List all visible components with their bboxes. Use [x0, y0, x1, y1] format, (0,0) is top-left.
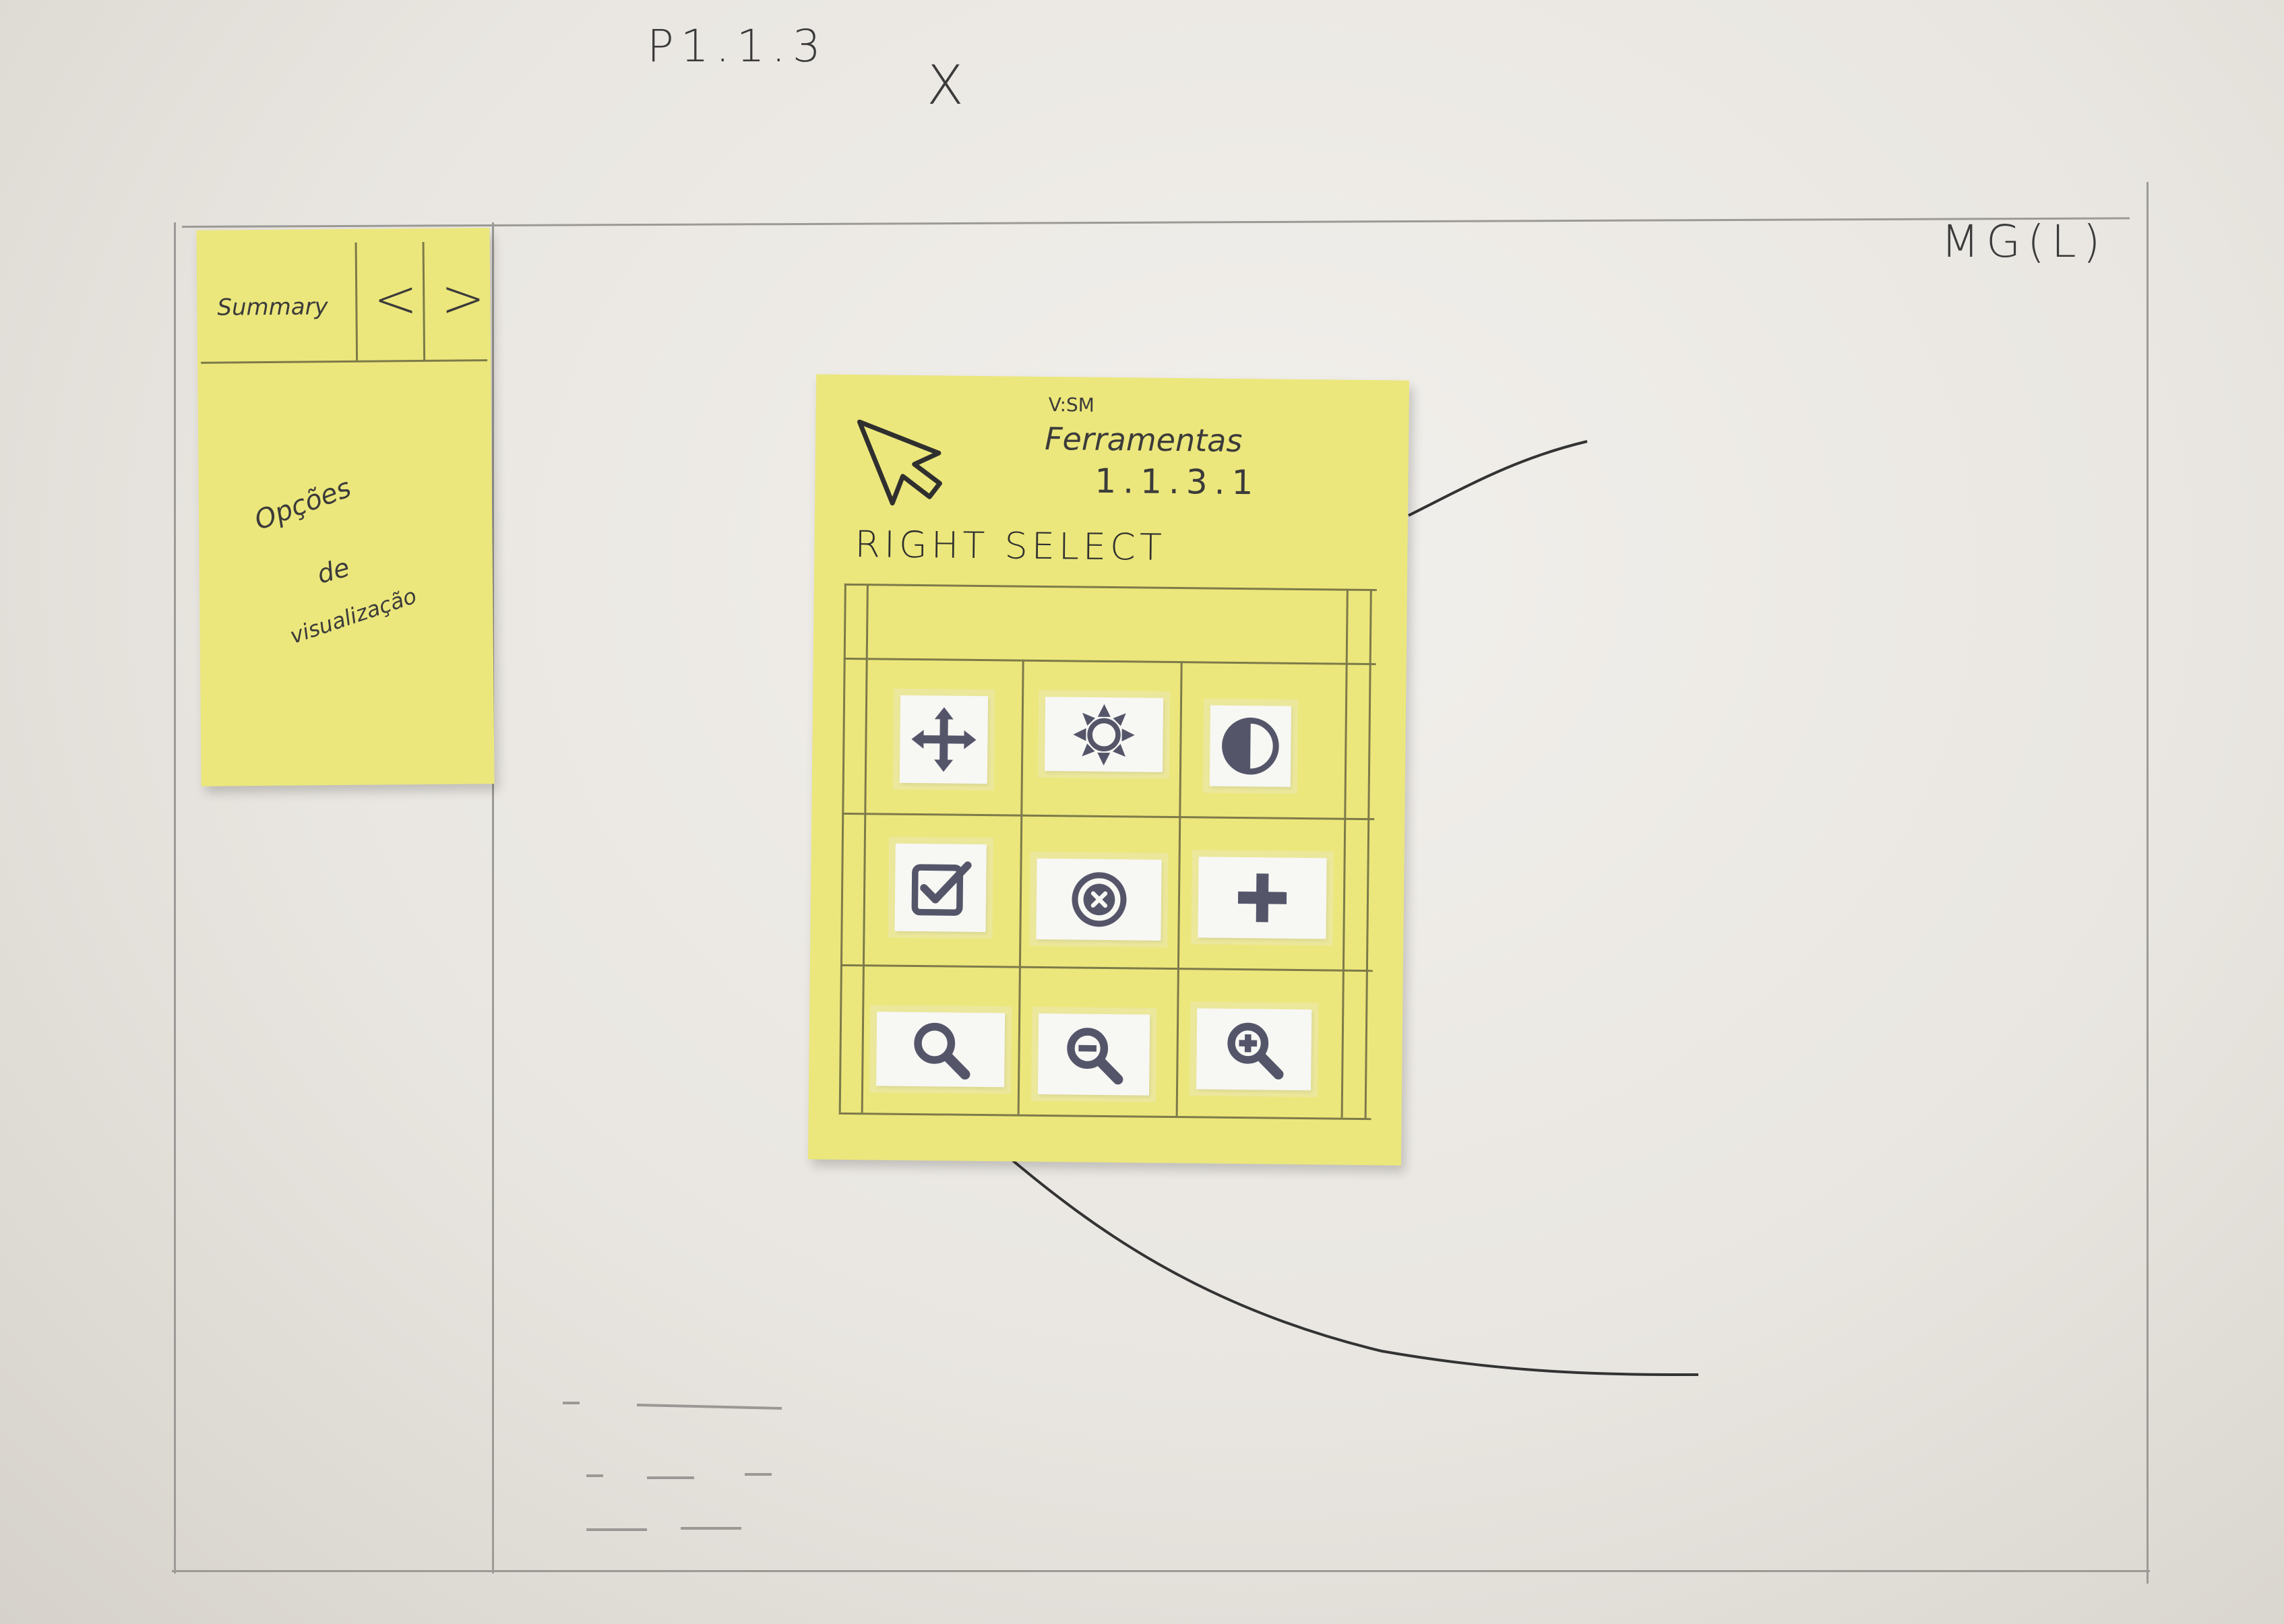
move-arrows-icon [911, 707, 977, 772]
frame-right-line [2147, 182, 2149, 1584]
tool-move[interactable] [899, 695, 989, 784]
tool-cancel[interactable] [1036, 858, 1162, 941]
view-options-text-3: visualização [286, 582, 420, 649]
page-id-label: P1.1.3 [647, 20, 828, 72]
view-options-text-2: de [313, 552, 353, 590]
tools-number: 1.1.3.1 [1094, 461, 1260, 503]
tool-add[interactable] [1198, 856, 1327, 939]
brightness-sun-icon [1073, 704, 1135, 766]
grid-col-1 [1017, 659, 1024, 1115]
grid-col-2 [1175, 661, 1183, 1117]
contrast-circle-icon [1222, 717, 1279, 775]
grid-row-3 [840, 964, 1373, 972]
grid-col-0b [861, 584, 869, 1113]
cursor-arrow-icon [857, 419, 942, 506]
tool-zoom-in[interactable] [1196, 1008, 1312, 1091]
cross-mark: X [927, 54, 970, 117]
grid-col-3 [1340, 588, 1349, 1118]
search-magnifier-icon [913, 1022, 970, 1080]
tool-contrast[interactable] [1209, 705, 1292, 787]
grid-top [844, 583, 1377, 592]
tool-search[interactable] [876, 1011, 1006, 1088]
plus-icon [1237, 873, 1287, 923]
grid-row-1 [843, 657, 1376, 666]
summary-header-sep-2 [422, 241, 426, 360]
summary-next-button[interactable]: > [440, 268, 486, 330]
right-select-label: RIGHT SELECT [855, 523, 1167, 569]
grid-col-0 [838, 583, 846, 1113]
grid-bottom [838, 1112, 1371, 1121]
sidebar-divider-line [492, 222, 494, 1573]
tool-brightness[interactable] [1044, 697, 1164, 772]
grid-row-2 [842, 812, 1375, 821]
tool-checkbox[interactable] [894, 843, 987, 933]
cancel-circle-icon [1071, 872, 1126, 927]
summary-header-sep-1 [354, 242, 359, 361]
summary-title: Summary [217, 293, 328, 321]
summary-sticky-note: Summary < > Opções de visualização [196, 228, 495, 786]
checkbox-icon [911, 861, 972, 916]
tools-sticky-note: V:SM Ferramentas 1.1.3.1 RIGHT SELECT [807, 374, 1410, 1166]
tool-zoom-out[interactable] [1037, 1013, 1150, 1096]
frame-bottom-line [172, 1570, 2150, 1572]
frame-left-line [174, 222, 176, 1573]
tools-title: Ferramentas [1044, 420, 1243, 460]
view-options-text-1: Opções [250, 472, 356, 537]
zoom-in-icon [1227, 1022, 1283, 1080]
grid-col-3b [1364, 589, 1372, 1119]
summary-header-divider [201, 359, 488, 364]
tools-title-small: V:SM [1048, 394, 1095, 416]
corner-label: MG(L) [1941, 216, 2107, 268]
zoom-out-icon [1067, 1027, 1123, 1084]
summary-prev-button[interactable]: < [373, 269, 419, 330]
